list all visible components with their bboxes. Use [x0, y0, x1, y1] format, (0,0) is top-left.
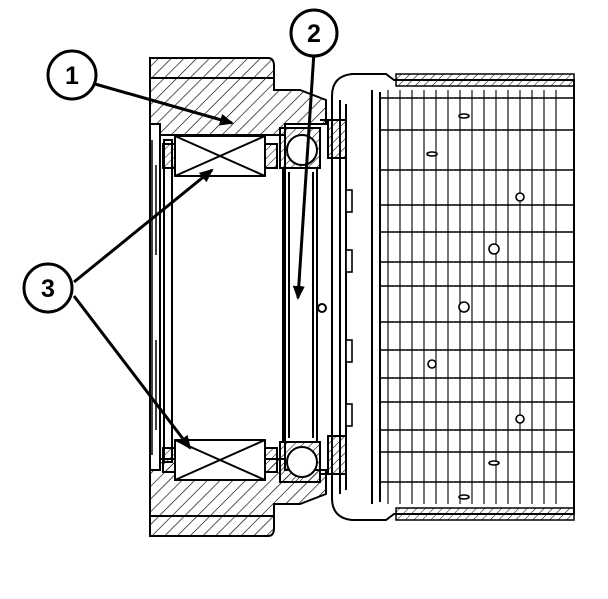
drum-holes — [426, 113, 525, 500]
clutch-drum — [320, 73, 575, 521]
housing-edges — [149, 77, 286, 517]
ball-bearing-upper — [279, 127, 321, 169]
roller-bearing-lower — [162, 439, 278, 481]
drum-rims — [395, 73, 575, 521]
callout-2: 2 — [289, 8, 339, 58]
callout-1: 1 — [46, 49, 98, 101]
callout-3-label: 3 — [41, 275, 55, 303]
leader-3-lower — [72, 295, 192, 450]
callout-1-label: 1 — [65, 62, 79, 90]
callout-2-label: 2 — [307, 20, 321, 48]
callout-3: 3 — [22, 262, 74, 314]
roller-bearing-upper — [162, 135, 278, 177]
leader-1 — [94, 82, 234, 126]
leader-arrows — [72, 51, 316, 450]
ball-bearing-lower — [279, 441, 321, 483]
inner-liner — [151, 139, 173, 463]
leader-3-upper — [73, 168, 214, 284]
drum-spline-lines — [380, 90, 574, 504]
seal-plate — [282, 167, 327, 443]
drum-bore-tabs — [345, 189, 353, 427]
leader-2 — [292, 51, 316, 300]
